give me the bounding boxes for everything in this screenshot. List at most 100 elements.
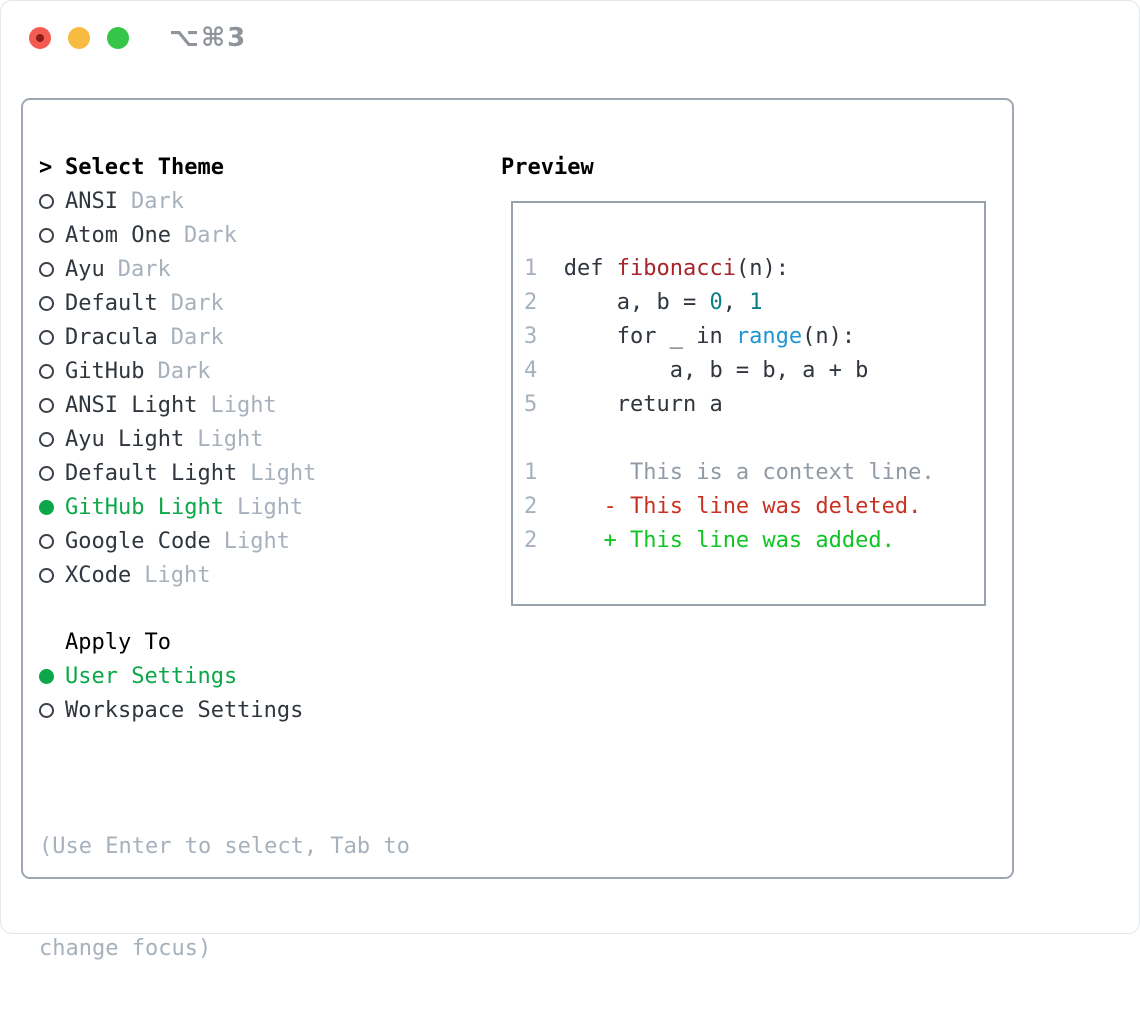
diff-line-added: 2 + This line was added. (524, 524, 984, 558)
option-label: Atom One (65, 222, 171, 248)
radio-unselected-icon (39, 431, 54, 447)
select-theme-title: Select Theme (65, 154, 224, 180)
radio-unselected-icon (39, 533, 54, 549)
theme-option-xcode[interactable]: XCode Light (39, 558, 316, 592)
code-segment-fn: fibonacci (616, 256, 736, 281)
code-segment-g: 3 (524, 324, 564, 349)
option-label: GitHub Light (65, 494, 224, 520)
apply-option-user-settings[interactable]: User Settings (39, 659, 303, 693)
hint-line-1: (Use Enter to select, Tab to (39, 834, 410, 859)
select-theme-heading: > Select Theme (39, 150, 316, 184)
option-label: Default Light (65, 460, 238, 486)
code-segment-bi: range (735, 324, 803, 349)
option-label: GitHub (65, 358, 145, 384)
code-segment-del: - This line was deleted. (563, 494, 922, 519)
radio-unselected-icon (39, 227, 54, 243)
radio-unselected-icon (39, 363, 54, 379)
apply-to-heading: Apply To (65, 629, 171, 655)
theme-variant-tag: Dark (130, 188, 184, 214)
radio-unselected-icon (39, 465, 54, 481)
code-segment-g: 2 (524, 528, 564, 553)
theme-variant-tag: Light (144, 562, 211, 588)
option-label: Ayu (65, 256, 105, 282)
code-segment-fg: (n): (802, 324, 856, 349)
radio-unselected-icon (39, 295, 54, 311)
window-titlebar: ⌥⌘3 (29, 23, 247, 53)
theme-variant-tag: Light (250, 460, 317, 486)
option-label: Ayu Light (65, 426, 185, 452)
code-segment-num: 0 (709, 290, 723, 315)
diff-line-context: 1 This is a context line. (524, 456, 984, 490)
radio-unselected-icon (39, 193, 54, 209)
theme-option-atom-one[interactable]: Atom One Dark (39, 218, 316, 252)
diff-line-deleted: 2 - This line was deleted. (524, 490, 984, 524)
hint-line-2: change focus) (39, 936, 212, 961)
code-segment-add: + This line was added. (563, 528, 895, 553)
theme-variant-tag: Dark (157, 358, 211, 384)
radio-selected-icon (39, 499, 54, 515)
theme-option-github[interactable]: GitHub Dark (39, 354, 316, 388)
theme-variant-tag: Dark (117, 256, 171, 282)
keyboard-hint: (Use Enter to select, Tab to change focu… (39, 762, 410, 1034)
code-segment-fg: a, b = (563, 290, 710, 315)
code-segment-fg: a, b = b, a + b (563, 358, 869, 383)
code-segment-g: 4 (524, 358, 564, 383)
code-segment-fg: (n): (735, 256, 789, 281)
close-button[interactable] (29, 27, 51, 49)
theme-option-google-code[interactable]: Google Code Light (39, 524, 316, 558)
option-label: User Settings (65, 663, 238, 689)
code-segment-g: 1 (524, 460, 564, 485)
option-label: Default (65, 290, 158, 316)
radio-unselected-icon (39, 397, 54, 413)
zoom-button[interactable] (107, 27, 129, 49)
option-label: Workspace Settings (65, 697, 304, 723)
radio-selected-icon (39, 668, 54, 684)
apply-option-workspace-settings[interactable]: Workspace Settings (39, 693, 303, 727)
window-title: ⌥⌘3 (169, 23, 248, 53)
theme-variant-tag: Light (197, 426, 264, 452)
code-segment-g: 2 (524, 290, 564, 315)
theme-variant-tag: Dark (183, 222, 237, 248)
code-line-4: 4 a, b = b, a + b (524, 354, 984, 388)
code-line-blank (524, 422, 984, 456)
code-segment-g: 1 (524, 256, 564, 281)
radio-unselected-icon (39, 261, 54, 277)
option-label: XCode (65, 562, 132, 588)
theme-variant-tag: Dark (170, 290, 224, 316)
code-segment-g: 5 (524, 392, 564, 417)
theme-option-default-light[interactable]: Default Light Light (39, 456, 316, 490)
minimize-button[interactable] (68, 27, 90, 49)
theme-variant-tag: Light (223, 528, 290, 554)
theme-option-default[interactable]: Default Dark (39, 286, 316, 320)
radio-unselected-icon (39, 329, 54, 345)
unsaved-dot-icon (36, 34, 44, 42)
code-segment-fg: for _ in (563, 324, 736, 349)
theme-variant-tag: Light (236, 494, 304, 520)
theme-option-ansi[interactable]: ANSI Dark (39, 184, 316, 218)
code-line-1: 1 def fibonacci(n): (524, 252, 984, 286)
code-segment-num: 1 (749, 290, 763, 315)
code-segment-fg: return a (563, 392, 723, 417)
prompt-caret-icon: > (39, 154, 53, 180)
code-segment-fg: def (563, 256, 617, 281)
theme-variant-tag: Light (210, 392, 277, 418)
theme-option-ayu[interactable]: Ayu Dark (39, 252, 316, 286)
theme-option-dracula[interactable]: Dracula Dark (39, 320, 316, 354)
option-label: ANSI (65, 188, 118, 214)
theme-variant-tag: Dark (170, 324, 224, 350)
code-line-3: 3 for _ in range(n): (524, 320, 984, 354)
code-line-2: 2 a, b = 0, 1 (524, 286, 984, 320)
theme-option-github-light[interactable]: GitHub Light Light (39, 490, 316, 524)
theme-option-ayu-light[interactable]: Ayu Light Light (39, 422, 316, 456)
option-label: Google Code (65, 528, 211, 554)
code-segment-ctx: This is a context line. (563, 460, 935, 485)
code-segment-g: 2 (524, 494, 564, 519)
preview-title: Preview (501, 154, 594, 180)
radio-unselected-icon (39, 567, 54, 583)
option-label: Dracula (65, 324, 158, 350)
